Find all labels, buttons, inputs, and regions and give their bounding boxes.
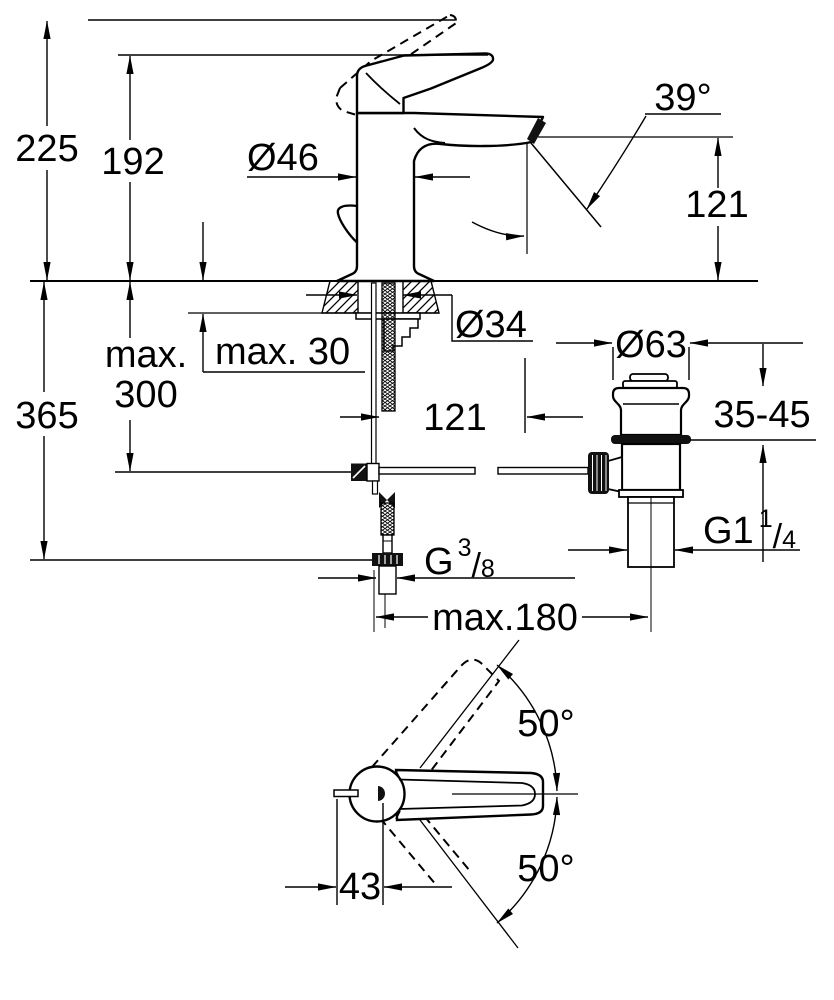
dim-body-diameter: Ø46 [247, 137, 470, 181]
dim-flange-diameter: Ø63 [556, 324, 803, 380]
hose-nut [372, 553, 403, 566]
dim-overall-height: 225 [15, 20, 79, 281]
aerator [527, 118, 546, 144]
dim-hose-depth: 365 [15, 281, 372, 561]
label-overall-height: 225 [15, 128, 78, 170]
label-spout-height: 121 [685, 184, 748, 226]
label-hole-diameter: Ø34 [455, 304, 527, 346]
drain-flange [611, 386, 691, 437]
drain-knurled-knob [588, 452, 609, 494]
handle-plan-rod [333, 789, 359, 798]
drain-assembly [588, 373, 691, 632]
popup-rod-knob [336, 204, 358, 244]
dim-clamp-range: 35-45 [690, 344, 816, 562]
spout-body-junction-line [413, 127, 446, 144]
label-deck-thickness: max. 30 [215, 331, 350, 373]
dim-handle-offset: 43 [285, 799, 452, 908]
hose-tail-tube [378, 565, 397, 595]
handle-plan-notch-top [395, 770, 401, 780]
swivel-ref-line-down [419, 819, 519, 949]
label-body-diameter: Ø46 [247, 137, 319, 179]
supply-hose-upper [381, 282, 396, 412]
pull-rod-lower [371, 480, 379, 495]
dim-spout-reach: 121 [340, 358, 583, 439]
rod-clamp-box [366, 462, 380, 482]
dimensions: 225 192 Ø46 39° 121 [15, 19, 816, 639]
linkage-rod-right [497, 466, 589, 475]
deck-hatch-left [321, 280, 359, 314]
dim-hole-diameter: Ø34 [306, 291, 533, 346]
dim-swivel-angles: 50° 50° [496, 664, 575, 924]
linkage-rod-left [378, 466, 476, 475]
pull-rod [370, 282, 377, 468]
drain-body [620, 442, 682, 492]
swivel-ref-line-up [419, 639, 520, 769]
handle-solid [355, 52, 495, 115]
drain-button-cap [629, 373, 669, 382]
rod-clamp-highlight [352, 465, 366, 479]
label-swivel-up: 50° [517, 703, 574, 745]
supply-hose-lower [380, 502, 395, 536]
dim-handle-height: 192 [101, 55, 165, 281]
dim-stream-angle: 39° [471, 77, 721, 241]
label-stream-angle: 39° [654, 77, 711, 119]
handle-plan-lever [394, 768, 545, 822]
front-view [335, 14, 733, 283]
faucet-body-and-spout [335, 111, 545, 283]
label-hose-depth: 365 [15, 395, 78, 437]
label-spout-reach: 121 [423, 397, 486, 439]
deck-hatch-right [402, 280, 440, 314]
hose-connector [382, 534, 393, 554]
dim-rod-depth: max. 300 [105, 281, 351, 473]
label-handle-offset: 43 [339, 866, 381, 908]
label-rod-depth-1: max. [105, 334, 187, 376]
drain-side-outlet [607, 455, 623, 494]
label-clamp-range: 35-45 [713, 394, 810, 436]
hose-nut-knurling [378, 555, 398, 564]
label-handle-height: 192 [101, 141, 164, 183]
under-deck-assembly [351, 282, 589, 632]
label-center-distance: max.180 [432, 597, 578, 639]
label-flange-diameter: Ø63 [615, 324, 687, 366]
drain-gasket [611, 435, 691, 444]
dim-deck-thickness: max. 30 [199, 222, 365, 373]
drain-knob-knurling [592, 455, 607, 491]
label-swivel-down: 50° [517, 848, 574, 890]
water-stream-line [530, 142, 602, 228]
handle-plan-pivot-mark [378, 786, 386, 801]
dim-center-distance: max.180 [375, 597, 649, 639]
dim-spout-height: 121 [685, 137, 749, 281]
handle-plan-notch-bottom [395, 810, 401, 820]
top-view: 50° 50° 43 [285, 639, 578, 949]
label-rod-depth-2: 300 [114, 374, 177, 416]
drain-locknut [618, 489, 684, 498]
